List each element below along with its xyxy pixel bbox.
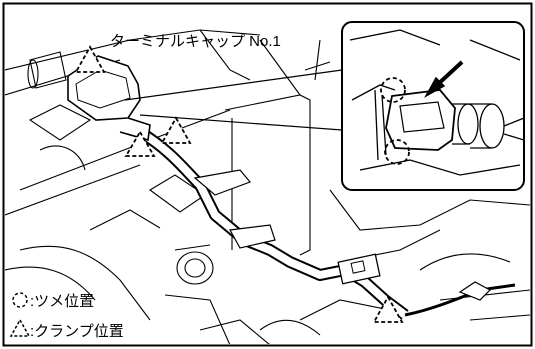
clamp-dashed-triangle-icon: [74, 45, 106, 73]
clamp-dashed-triangle-icon: [372, 295, 404, 323]
legend-claw-icon: [12, 292, 28, 308]
clamp-markers: [74, 45, 404, 323]
claw-dashed-circle-icon: [380, 77, 406, 103]
inset-detail: [341, 21, 525, 191]
callout-label: ターミナルキャップ No.1: [110, 33, 281, 50]
clamp-dashed-triangle-icon: [124, 130, 156, 157]
legend-claw-text: :ツメ位置: [30, 293, 94, 310]
legend: :ツメ位置 :クランプ位置: [9, 292, 124, 340]
claw-dashed-circle-icon: [384, 139, 410, 165]
clamp-dashed-triangle-icon: [160, 116, 192, 144]
arrow-icon: [424, 60, 464, 98]
legend-clamp-icon: [9, 318, 31, 337]
engine-bay-linework: [5, 29, 530, 344]
wire-harness: [136, 126, 516, 320]
callout-leader: [124, 69, 343, 131]
legend-clamp-text: :クランプ位置: [30, 323, 124, 340]
